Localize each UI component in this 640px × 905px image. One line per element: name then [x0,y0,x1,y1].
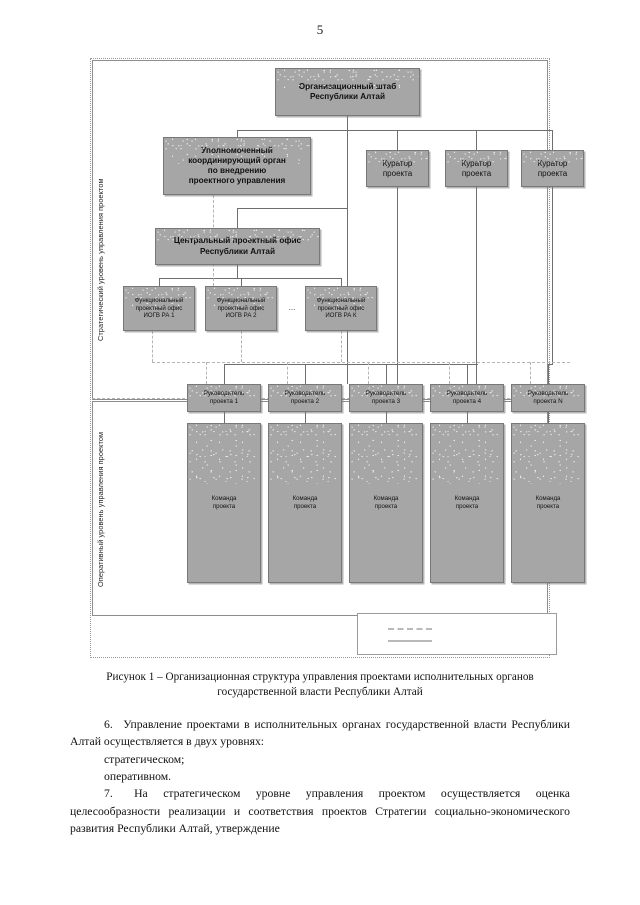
connector-curator1-down [397,187,398,384]
connector-pm4-drop [467,364,468,384]
connector-pm2-drop [305,364,306,384]
connector-curator3-drop [548,364,549,384]
connector-pm4-to-team [467,412,468,423]
legend-dashed-line-key [388,628,432,630]
dashed-drop-pm1 [206,362,207,384]
connector-fpo-bus [159,278,341,279]
body-text: 6. Управление проектами в исполнительных… [70,716,570,837]
connector-staff-bus [237,130,553,131]
band-label-strategic: Стратегический уровень управления проект… [96,178,105,342]
connector-coord-to-cpo-h [237,208,347,209]
figure-caption: Рисунок 1 – Организационная структура уп… [106,671,534,698]
connector-pm3-to-team [386,412,387,423]
connector-to-coordinating-body [237,130,238,138]
list-item-strategic: стратегическом; [104,752,185,766]
connector-curator2-down [476,187,477,384]
band-label-operational: Оперативный уровень управления проектом [96,431,105,587]
dashed-drop-pm3 [368,362,369,384]
legend-solid-line-key [388,640,432,642]
figure-legend [357,613,557,655]
figure-dotted-frame [90,58,550,658]
dashed-fpo1-down [152,331,153,362]
connector-to-fpo-1 [159,278,160,286]
connector-to-curator-2 [476,130,477,150]
connector-pm1-to-team [224,412,225,423]
dashed-drop-pm5 [530,362,531,384]
list-item-operational: оперативном. [104,769,172,783]
connector-pm2-to-team [305,412,306,423]
paragraph-7: 7. На стратегическом уровне управления п… [70,787,570,835]
page-number: 5 [316,22,324,37]
connector-pm-bus [224,364,478,365]
connector-coord-to-cpo-v [237,208,238,228]
connector-curator3-down [552,187,553,364]
dashed-fpo2-down [241,331,242,362]
functional-offices-ellipsis: ... [288,303,296,312]
connector-curator3-elbow [548,364,553,365]
connector-to-curator-3 [552,130,553,150]
paragraph-6: 6. Управление проектами в исполнительных… [70,718,570,749]
connector-to-fpo-2 [241,278,242,286]
dashed-fpo-bus [152,362,570,363]
dashed-drop-pm2 [287,362,288,384]
connector-staff-stem [347,116,348,384]
dashed-drop-pm4 [449,362,450,384]
connector-pm5-to-team [548,412,549,423]
connector-to-fpo-3 [341,278,342,286]
connector-to-curator-1 [397,130,398,150]
dashed-fpo3-down [341,331,342,362]
connector-pm-bus-left-drop [224,364,225,384]
connector-cpo-stem [237,265,238,278]
connector-pm3-drop [386,364,387,384]
